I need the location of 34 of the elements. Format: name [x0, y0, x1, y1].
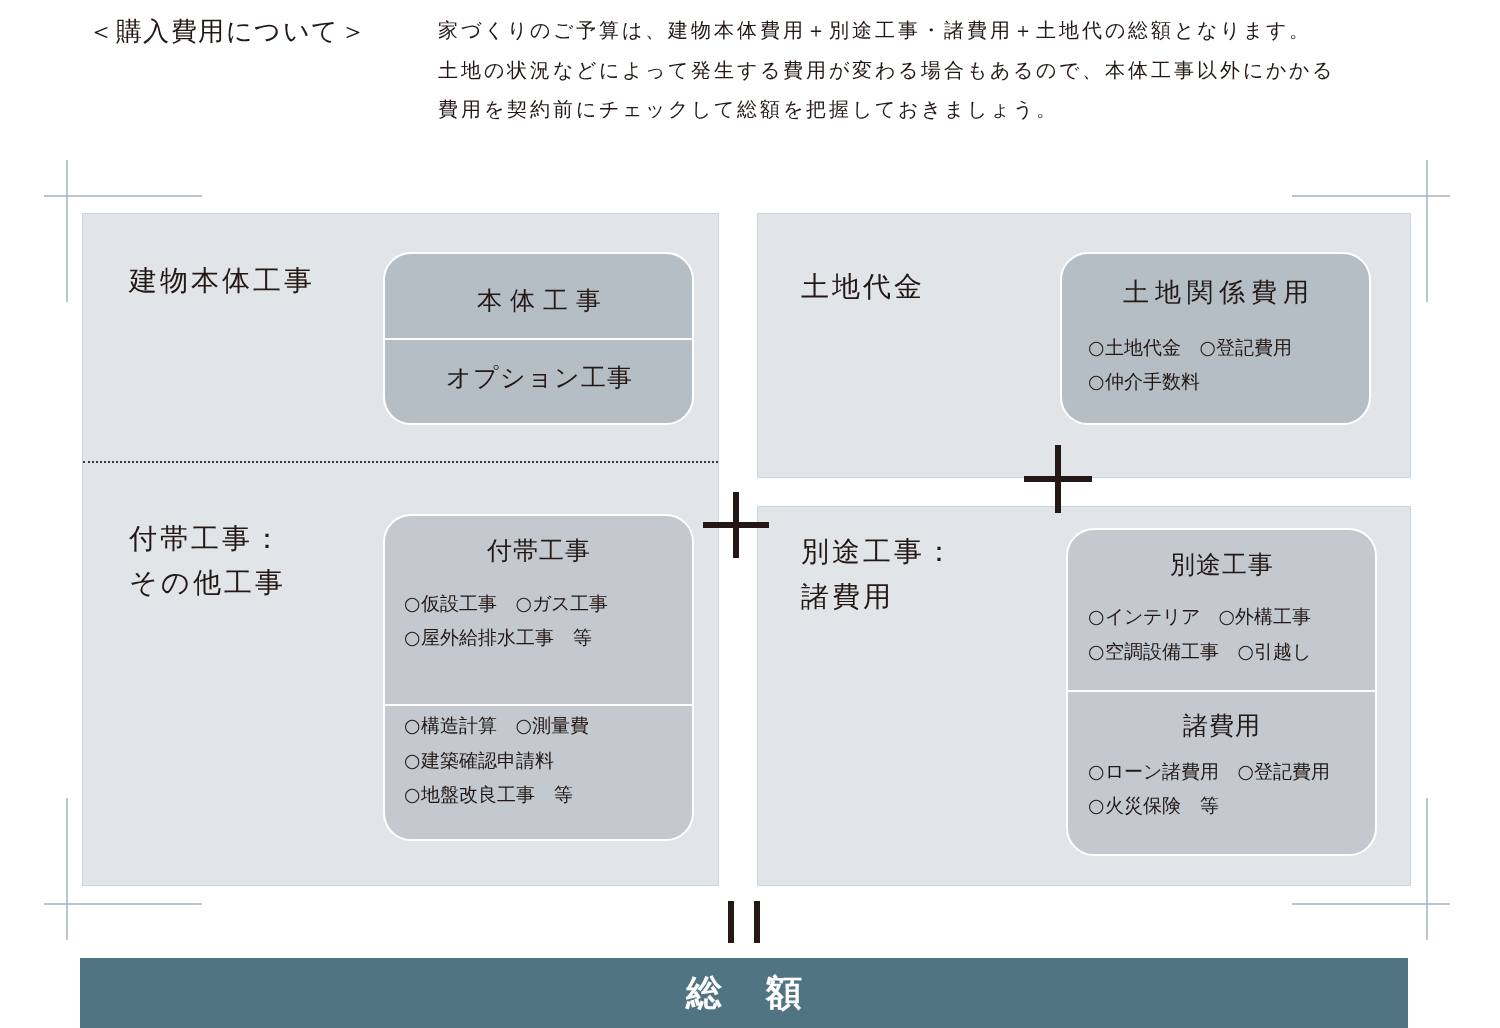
- list-line: ○屋外給排水工事 等: [404, 624, 592, 650]
- cost-card: [383, 514, 694, 841]
- list-line: ○仲介手数料: [1088, 368, 1200, 394]
- list-line: ○土地代金 ○登記費用: [1088, 334, 1293, 360]
- intro-text: 家づくりのご予算は、建物本体費用＋別途工事・諸費用＋土地代の総額となります。: [438, 17, 1312, 44]
- panel-heading: 別途工事：諸費用: [801, 534, 957, 615]
- list-line: ○地盤改良工事 等: [404, 781, 573, 807]
- card-heading: 付帯工事: [486, 534, 591, 567]
- page-title: ＜購入費用について＞: [88, 15, 367, 48]
- cost-card: [1066, 528, 1377, 856]
- cost-panel: [82, 213, 719, 462]
- cost-card: [383, 252, 694, 425]
- card-heading: 土地関係費用: [1121, 276, 1315, 309]
- list-line: ○空調設備工事 ○引越し: [1088, 638, 1312, 664]
- cost-card: [1060, 252, 1371, 425]
- list-line: ○インテリア ○外構工事: [1088, 603, 1312, 629]
- list-line: ○仮設工事 ○ガス工事: [404, 590, 609, 616]
- cost-panel: [757, 213, 1411, 478]
- list-line: ○ローン諸費用 ○登記費用: [1088, 758, 1331, 784]
- list-line: ○建築確認申請料: [404, 747, 554, 773]
- panel-heading: 付帯工事：その他工事: [129, 521, 287, 601]
- card-heading: 諸費用: [1182, 709, 1261, 742]
- card-heading: オプション工事: [444, 361, 633, 394]
- card-heading: 別途工事: [1169, 548, 1274, 581]
- card-heading: 本体工事: [475, 284, 609, 317]
- cost-panel: [757, 506, 1411, 886]
- list-line: ○火災保険 等: [1088, 792, 1219, 818]
- panel-heading: 土地代金: [801, 269, 925, 305]
- list-line: ○構造計算 ○測量費: [404, 712, 590, 738]
- intro-text: 土地の状況などによって発生する費用が変わる場合もあるので、本体工事以外にかかる費用を契約前にチェックして総額を把握しておきましょう。: [438, 57, 1336, 123]
- panel-heading: 建物本体工事: [129, 263, 315, 299]
- cost-panel: [82, 462, 719, 886]
- total-bar: [80, 958, 1408, 1028]
- bar-label: 総 額: [684, 971, 806, 1015]
